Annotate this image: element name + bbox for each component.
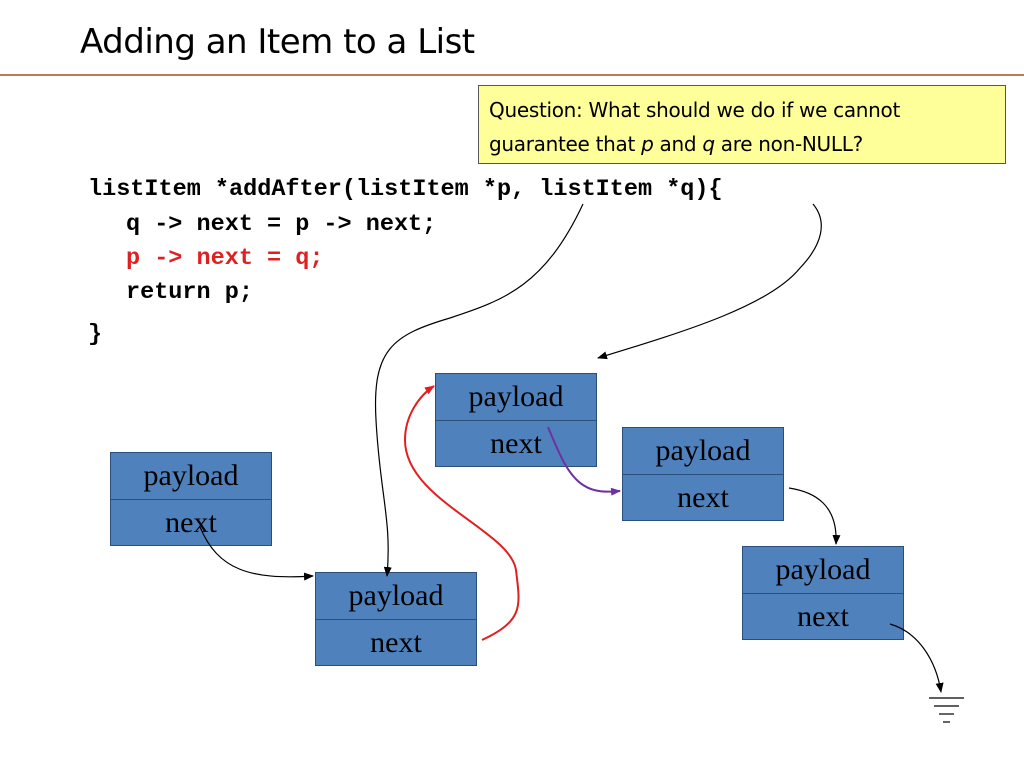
code-line-3: return p; [126, 279, 253, 306]
slide-title: Adding an Item to a List [80, 22, 475, 62]
node-payload: payload [743, 547, 903, 594]
arrow-p-next-to-q [403, 385, 520, 641]
node-next: next [677, 481, 729, 514]
code-signature: listItem *addAfter(listItem *p, listItem… [88, 176, 723, 203]
list-node-first: payload next [110, 452, 272, 546]
arrow-param-q-to-node [597, 203, 822, 360]
arrow-third-next-to-last [788, 487, 841, 545]
question-callout: Question: What should we do if we cannot… [478, 85, 1006, 164]
node-payload: payload [111, 453, 271, 500]
arrow-param-p-to-node [374, 203, 584, 577]
node-next: next [490, 427, 542, 460]
null-ground-icon [929, 697, 964, 723]
title-divider [0, 74, 1024, 76]
arrow-first-next-to-p [199, 526, 314, 581]
list-node-last: payload next [742, 546, 904, 640]
node-next: next [797, 600, 849, 633]
question-text-mid: and [653, 132, 703, 156]
question-text-start: Question: What should we do if we cannot… [489, 98, 901, 156]
arrow-q-next-to-third [547, 426, 621, 496]
question-var-q: q [702, 132, 715, 156]
node-next: next [370, 626, 422, 659]
code-closing-brace: } [88, 321, 103, 348]
arrow-last-next-to-null [889, 623, 944, 693]
node-payload: payload [316, 573, 476, 620]
question-var-p: p [641, 132, 654, 156]
code-line-1: q -> next = p -> next; [126, 211, 437, 238]
node-next: next [165, 506, 217, 539]
code-line-2-highlighted: p -> next = q; [126, 245, 324, 272]
list-node-p: payload next [315, 572, 477, 666]
question-text-end: are non-NULL? [714, 132, 863, 156]
node-payload: payload [623, 428, 783, 475]
node-payload: payload [436, 374, 596, 421]
list-node-q: payload next [435, 373, 597, 467]
list-node-third: payload next [622, 427, 784, 521]
